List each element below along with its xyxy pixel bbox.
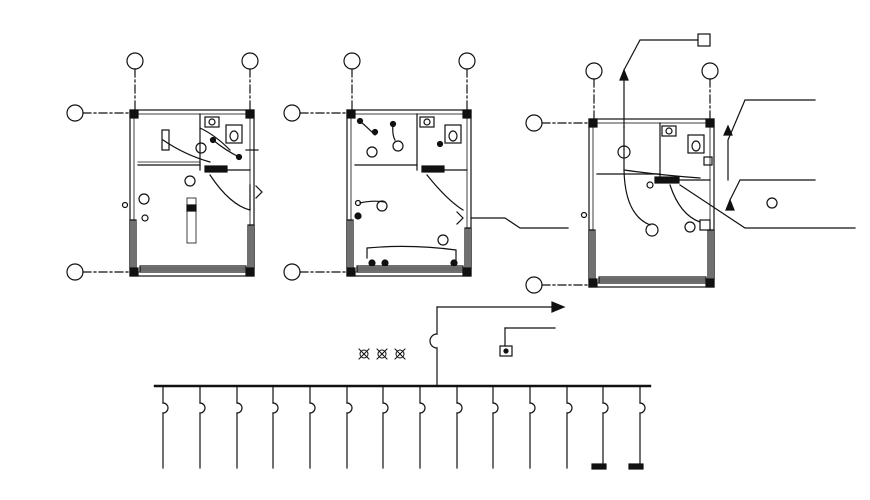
- grid-bubble-icon: [126, 52, 144, 111]
- light-fixture-icon: [437, 234, 449, 246]
- socket-icon: [450, 259, 458, 267]
- light-fixture-icon: [366, 146, 378, 158]
- floor-plan-3: [525, 33, 856, 294]
- toilet-icon: [444, 124, 462, 144]
- basin-icon: [204, 116, 220, 128]
- circuit-breaker-icon: [162, 385, 646, 469]
- switch-icon: [436, 140, 444, 148]
- single-line-diagram: [153, 301, 652, 470]
- light-fixture-icon: [138, 193, 150, 205]
- socket-icon: [368, 259, 376, 267]
- light-fixture-icon: [195, 142, 207, 154]
- grid-bubble-icon: [283, 263, 348, 281]
- ground-terminal-icon: [591, 463, 607, 470]
- grid-bubble-icon: [585, 62, 603, 120]
- grid-bubble-icon: [66, 104, 131, 122]
- light-fixture-icon: [392, 140, 404, 152]
- grid-bubble-icon: [525, 276, 590, 294]
- socket-icon: [580, 211, 588, 219]
- light-fixture-icon: [184, 175, 196, 187]
- light-fixture-icon: [358, 348, 406, 360]
- socket-icon: [381, 259, 389, 267]
- socket-icon: [141, 214, 149, 222]
- grid-bubble-icon: [283, 104, 348, 122]
- toilet-icon: [225, 124, 243, 144]
- light-fixture-icon: [645, 223, 659, 237]
- grid-bubble-icon: [66, 263, 131, 281]
- floor-plan-2: [283, 52, 569, 281]
- light-fixture-icon: [766, 197, 778, 209]
- grid-bubble-icon: [701, 62, 719, 120]
- room-walls: [129, 109, 255, 277]
- room-walls: [346, 109, 472, 277]
- distribution-board-icon: [499, 327, 556, 357]
- ground-terminal-icon: [628, 463, 644, 470]
- basin-icon: [419, 116, 435, 128]
- light-fixture-icon: [684, 221, 696, 233]
- toilet-icon: [687, 134, 705, 154]
- grid-bubble-icon: [343, 52, 361, 111]
- basin-icon: [661, 125, 677, 137]
- grid-bubble-icon: [525, 114, 590, 132]
- grid-bubble-icon: [241, 52, 259, 111]
- room-walls: [588, 118, 715, 288]
- floor-plan-1: [66, 52, 263, 281]
- grid-bubble-icon: [458, 52, 476, 111]
- socket-icon: [354, 212, 362, 220]
